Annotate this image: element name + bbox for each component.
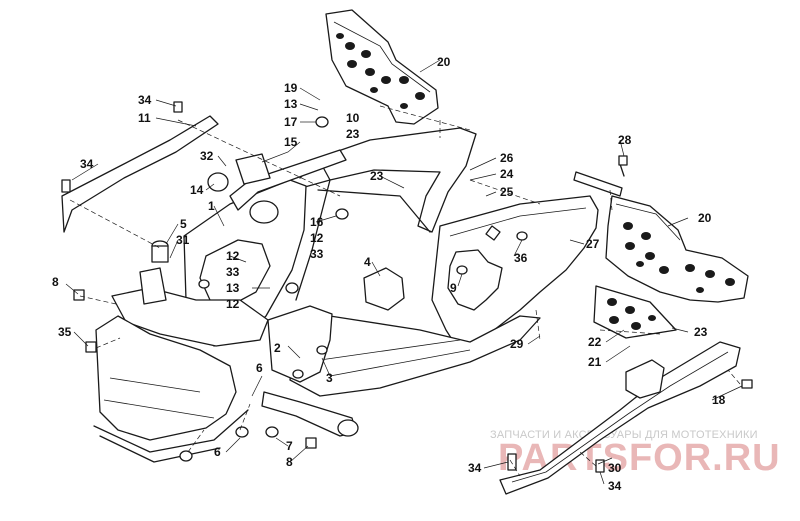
callout-3: 3: [326, 371, 333, 385]
callout-10: 10: [346, 111, 360, 125]
callout-1: 1: [208, 199, 215, 213]
callout-20-side: 20: [698, 211, 712, 225]
callout-28: 28: [618, 133, 632, 147]
upper-heat-shield: [325, 9, 439, 125]
callout-23-top: 23: [346, 127, 360, 141]
callout-23-mid: 23: [370, 169, 384, 183]
callout-4: 4: [364, 255, 371, 269]
side-trim-strip: [61, 115, 219, 233]
watermark-tagline: ЗАПЧАСТИ И АКСЕССУАРЫ ДЛЯ МОТОТЕХНИКИ: [490, 429, 758, 441]
callout-2: 2: [274, 341, 281, 355]
callout-6-mid: 6: [256, 361, 263, 375]
callout-35: 35: [58, 325, 72, 339]
callout-labels: 20 20 34 11 34 19 13 10 17 23 15 32 14 2…: [52, 55, 726, 493]
callout-30: 30: [608, 461, 622, 475]
callout-31: 31: [176, 233, 190, 247]
callout-23-low: 23: [694, 325, 708, 339]
side-rail: [499, 341, 741, 495]
main-frame: [93, 127, 599, 463]
heat-shield-bracket: [573, 155, 628, 197]
callout-25: 25: [500, 185, 514, 199]
callout-7: 7: [286, 439, 293, 453]
callout-12-mid: 12: [310, 231, 324, 245]
side-heat-shield: [605, 195, 749, 303]
callout-22: 22: [588, 335, 602, 349]
callout-33-left: 33: [226, 265, 240, 279]
callout-29: 29: [510, 337, 524, 351]
callout-24: 24: [500, 167, 514, 181]
hardware: [61, 101, 753, 473]
callout-17: 17: [284, 115, 298, 129]
callout-34-bottom: 34: [468, 461, 482, 475]
leader-lines: [65, 59, 743, 485]
callout-18: 18: [712, 393, 726, 407]
callout-34-left: 34: [80, 157, 94, 171]
callout-13-top: 13: [284, 97, 298, 111]
callout-8-low: 8: [286, 455, 293, 469]
callout-5: 5: [180, 217, 187, 231]
callout-27: 27: [586, 237, 600, 251]
callout-34-top: 34: [138, 93, 152, 107]
callout-8-left: 8: [52, 275, 59, 289]
callout-19: 19: [284, 81, 298, 95]
callout-33-mid: 33: [310, 247, 324, 261]
callout-13-left: 13: [226, 281, 240, 295]
callout-21: 21: [588, 355, 602, 369]
callout-11: 11: [138, 111, 151, 125]
lower-shield-plate: [593, 285, 677, 339]
center-bracket: [363, 267, 405, 311]
callout-34-right: 34: [608, 479, 622, 493]
callout-12-left: 12: [226, 249, 240, 263]
callout-6-low: 6: [214, 445, 221, 459]
callout-16: 16: [310, 215, 324, 229]
callout-26: 26: [500, 151, 514, 165]
callout-9: 9: [450, 281, 457, 295]
callout-32: 32: [200, 149, 214, 163]
callout-36: 36: [514, 251, 528, 265]
callout-20-top: 20: [437, 55, 451, 69]
callout-14: 14: [190, 183, 204, 197]
callout-15: 15: [284, 135, 298, 149]
callout-12-low: 12: [226, 297, 240, 311]
alignment-lines: [69, 105, 741, 477]
